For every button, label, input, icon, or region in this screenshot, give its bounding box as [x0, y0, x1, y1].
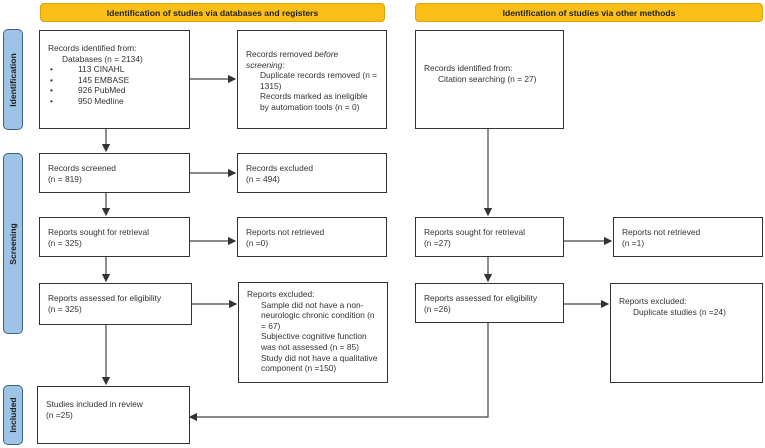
count: (n =0) [246, 237, 269, 248]
box-other-records-identified: Records identified from: Citation search… [415, 30, 564, 129]
box-title: Reports excluded: [247, 289, 315, 299]
count: (n =26) [424, 303, 451, 314]
count: (n = 819) [48, 173, 82, 184]
box-other-not-retrieved: Reports not retrieved(n =1) [613, 217, 763, 257]
box-reports-excluded: Reports excluded: Sample did not have a … [238, 282, 388, 383]
box-title: Records identified from: [424, 63, 513, 73]
count: (n = 325) [48, 303, 82, 314]
box-records-excluded: Records excluded(n = 494) [237, 153, 387, 193]
phase-label: Screening [8, 222, 18, 265]
exclusion-reason: Sample did not have a non-neurologic chr… [261, 299, 375, 331]
header-other-methods: Identification of studies via other meth… [415, 3, 763, 22]
automation-removed: Records marked as ineligible by automati… [260, 91, 368, 112]
box-reports-assessed: Reports assessed for eligibility(n = 325… [39, 283, 192, 325]
duplicates-removed: Duplicate records removed (n = 1315) [260, 70, 378, 91]
box-title: Reports assessed for eligibility [48, 293, 162, 303]
box-title: Reports sought for retrieval [48, 227, 150, 237]
box-records-identified: Records identified from: Databases (n = … [39, 30, 190, 129]
count: (n = 325) [48, 237, 82, 248]
header-databases: Identification of studies via databases … [40, 3, 385, 22]
box-studies-included: Studies included in review(n =25) [37, 386, 190, 444]
box-other-reports-sought: Reports sought for retrieval(n =27) [415, 217, 564, 257]
box-title: Records excluded [246, 163, 314, 173]
box-other-reports-assessed: Reports assessed for eligibility(n =26) [415, 283, 564, 323]
box-title: Reports assessed for eligibility [424, 293, 538, 303]
count: (n = 494) [246, 173, 280, 184]
count: (n =27) [424, 237, 451, 248]
box-title: Records screened [48, 163, 116, 173]
phase-included: Included [3, 385, 23, 445]
box-title: Reports sought for retrieval [424, 227, 526, 237]
phase-label: Included [8, 397, 18, 433]
box-title: Studies included in review [46, 399, 143, 409]
box-records-screened: Records screened(n = 819) [39, 153, 190, 193]
database-item: 926 PubMed [78, 85, 126, 96]
box-title: Reports not retrieved [622, 227, 701, 237]
database-item: 113 CINAHL [78, 64, 125, 75]
arrow [188, 323, 489, 422]
box-title: Reports not retrieved [246, 227, 325, 237]
box-title: Records removed before screening: [246, 49, 339, 70]
database-item: 950 Medline [78, 95, 124, 106]
count: (n =1) [622, 237, 645, 248]
count: (n =25) [46, 409, 73, 420]
box-reports-not-retrieved: Reports not retrieved(n =0) [237, 217, 387, 257]
box-records-removed: Records removed before screening: Duplic… [237, 30, 387, 129]
database-item: 145 EMBASE [78, 74, 130, 85]
exclusion-reason: Subjective cognitive function was not as… [261, 331, 367, 352]
box-other-reports-excluded: Reports excluded: Duplicate studies (n =… [610, 283, 763, 383]
phase-identification: Identification [3, 29, 23, 130]
exclusion-reason: Study did not have a qualitative compone… [261, 352, 378, 374]
citation-count: Citation searching (n = 27) [438, 73, 537, 84]
phase-screening: Screening [3, 153, 23, 334]
exclusion-reason: Duplicate studies (n =24) [633, 306, 726, 317]
phase-label: Identification [8, 52, 18, 107]
box-title: Records identified from: [48, 43, 137, 53]
databases-count: Databases (n = 2134) [62, 53, 143, 64]
box-reports-sought: Reports sought for retrieval(n = 325) [39, 217, 190, 257]
box-title: Reports excluded: [619, 296, 687, 306]
